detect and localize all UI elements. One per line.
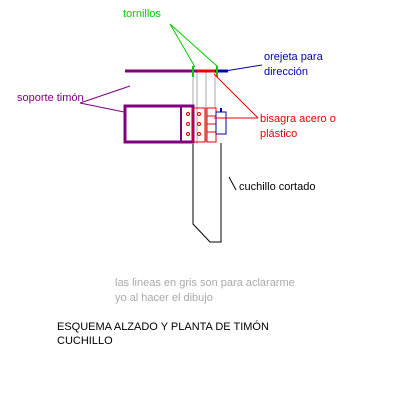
hinge-screw-holes [186,112,201,136]
leader-soporte-1 [79,85,131,104]
label-soporte-timon: soporte timón [17,92,84,104]
tiller-hole-top [221,69,225,73]
note-line-2: yo al hacer el dibujo [115,292,213,304]
caption-line-1: ESQUEMA ALZADO Y PLANTA DE TIMÓN [57,320,269,333]
support-box [123,104,195,144]
caption-line-2: CUCHILLO [57,335,113,347]
hinge-plate-right [206,107,217,143]
leader-bisagra-1 [213,73,259,119]
leader-orejeta [224,64,263,72]
tiller-lug [215,111,227,135]
leader-tornillos-2 [169,23,219,68]
label-orejeta-2: dirección [264,66,308,78]
rudder-blade [192,143,222,243]
hinge-knuckles [207,115,216,133]
note-line-1: las lineas en gris son para aclararme [115,277,295,289]
leader-soporte-2 [79,102,125,113]
label-bisagra-1: bisagra acero o [260,113,336,125]
leader-tornillos-1 [169,23,196,68]
hinge-plate-left [192,107,206,143]
label-bisagra-2: plástico [260,128,297,140]
label-tornillos: tornillos [123,8,161,20]
leader-cuchillo [228,176,237,191]
label-cuchillo-cortado: cuchillo cortado [239,181,315,193]
label-orejeta-1: orejeta para [264,51,324,63]
